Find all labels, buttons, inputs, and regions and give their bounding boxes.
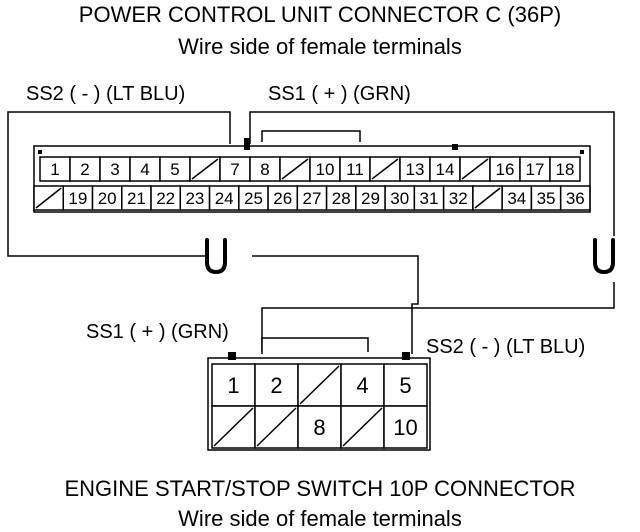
ss1-label-bottom: SS1 ( + ) (GRN) xyxy=(86,321,229,343)
connector-c-terminal-cell xyxy=(91,185,123,211)
connector-c-terminal-29: 29 xyxy=(361,189,380,208)
ss2-label-bottom: SS2 ( - ) (LT BLU) xyxy=(426,336,586,358)
connector-c-empty-slash xyxy=(474,187,501,209)
connector-c-lock-tab xyxy=(261,130,361,142)
break-symbol-right xyxy=(593,238,615,275)
wire-break-symbols xyxy=(205,238,615,275)
switch-connector-subtitle: Wire side of female terminals xyxy=(178,506,462,531)
ss1-wire xyxy=(249,111,615,236)
connector-c-terminal-cell xyxy=(519,156,551,182)
wires xyxy=(7,111,615,354)
connector-c-terminal-30: 30 xyxy=(390,189,409,208)
connector-c-terminal-19: 19 xyxy=(68,189,87,208)
connector-c-title: POWER CONTROL UNIT CONNECTOR C (36P) xyxy=(78,2,562,27)
connector-c-rib-right xyxy=(452,144,458,150)
connector-c-terminal-3: 3 xyxy=(110,160,119,179)
connector-c-terminal-11: 11 xyxy=(346,160,364,179)
connector-c-terminal-32: 32 xyxy=(449,189,468,208)
switch-connector-empty-slash xyxy=(299,365,340,405)
connector-c-row2: 19 20 21 22 23 24 25 26 27 28 29 30 31 32 34 35 36 xyxy=(33,185,591,211)
connector-c-empty-slash xyxy=(281,158,309,180)
connector-c-terminal-cell xyxy=(267,185,299,211)
connector-c-terminal-26: 26 xyxy=(273,189,292,208)
switch-connector-terminal-2: 2 xyxy=(270,373,282,398)
connector-c-empty-slash xyxy=(191,158,219,180)
connector-c-terminal-7: 7 xyxy=(230,160,239,179)
switch-connector-terminal-cell xyxy=(340,363,385,407)
switch-connector-row2: 8 10 xyxy=(211,405,428,449)
connector-c-terminal-24: 24 xyxy=(215,189,234,208)
switch-connector-terminal-10: 10 xyxy=(393,415,417,440)
connector-c-rib-center xyxy=(244,138,250,150)
connector-c-terminal-8: 8 xyxy=(260,160,269,179)
ss2-label-top: SS2 ( - ) (LT BLU) xyxy=(26,83,186,105)
connector-c-terminal-20: 20 xyxy=(98,189,117,208)
connector-c-terminal-22: 22 xyxy=(156,189,175,208)
connector-c-terminal-5: 5 xyxy=(170,160,179,179)
connector-c-terminal-17: 17 xyxy=(526,160,545,179)
switch-connector-row1: 1 2 4 5 xyxy=(211,363,428,407)
switch-connector-terminal-cell xyxy=(383,405,428,449)
connector-c-terminal-cell xyxy=(549,156,581,182)
switch-connector-terminal-cell xyxy=(297,405,342,449)
ss2-wire xyxy=(7,111,231,257)
switch-connector-empty-slash xyxy=(213,407,254,447)
connector-c-terminal-cell xyxy=(559,185,591,211)
connector-c-rib-right-end xyxy=(580,150,584,154)
switch-connector-title: ENGINE START/STOP SWITCH 10P CONNECTOR xyxy=(64,476,576,501)
connector-c-terminal-1: 1 xyxy=(50,160,59,179)
switch-connector-terminal-8: 8 xyxy=(313,415,325,440)
ss2-wire-lower xyxy=(252,255,419,354)
switch-connector-empty-slash xyxy=(256,407,297,447)
switch-connector-terminal-5: 5 xyxy=(399,373,411,398)
connector-c-terminal-10: 10 xyxy=(316,160,335,179)
connector-c-terminal-cell xyxy=(384,185,416,211)
connector-c-empty-slash xyxy=(35,187,62,209)
connector-c-terminal-cell xyxy=(219,156,251,182)
connector-c-terminal-cell xyxy=(159,156,191,182)
connector-c-terminal-13: 13 xyxy=(406,160,425,179)
connector-c-terminal-cell xyxy=(129,156,161,182)
connector-c-subtitle: Wire side of female terminals xyxy=(178,34,462,59)
connector-c-rib-left xyxy=(38,150,42,154)
switch-connector-empty-slash xyxy=(342,407,383,447)
connector-c-terminal-21: 21 xyxy=(127,189,146,208)
connector-c-terminal-23: 23 xyxy=(185,189,204,208)
connector-c-terminal-2: 2 xyxy=(80,160,89,179)
switch-connector-terminal-cell xyxy=(211,363,256,407)
switch-connector-terminal-4: 4 xyxy=(356,373,368,398)
ss1-wire-lower xyxy=(261,282,615,354)
break-symbol-left xyxy=(205,238,227,275)
connector-c-terminal-27: 27 xyxy=(303,189,322,208)
connector-c-terminal-cell xyxy=(309,156,341,182)
connector-c-terminal-cell xyxy=(413,185,445,211)
connector-c-terminal-31: 31 xyxy=(420,189,439,208)
switch-connector-terminal-cell xyxy=(254,363,299,407)
connector-c-terminal-16: 16 xyxy=(496,160,515,179)
switch-connector-terminal-cell xyxy=(383,363,428,407)
connector-c-terminal-36: 36 xyxy=(566,189,585,208)
switch-connector-lock-tab xyxy=(261,337,369,352)
switch-connector-rib-left xyxy=(228,352,236,360)
connector-c-terminal-18: 18 xyxy=(556,160,575,179)
connector-c-terminal-cell xyxy=(69,156,101,182)
connector-c-terminal-25: 25 xyxy=(244,189,263,208)
connector-c-terminal-cell xyxy=(208,185,240,211)
connector-c-terminal-35: 35 xyxy=(537,189,556,208)
switch-connector-rib-right xyxy=(402,352,410,360)
connector-c-terminal-34: 34 xyxy=(507,189,526,208)
connector-c-empty-slash xyxy=(461,158,489,180)
connector-c-terminal-28: 28 xyxy=(332,189,351,208)
connector-c-terminal-cell xyxy=(325,185,357,211)
switch-connector-terminal-1: 1 xyxy=(227,373,239,398)
connector-c-terminal-14: 14 xyxy=(436,160,455,179)
switch-connector-10p: 1 2 4 5 8 10 xyxy=(207,337,431,451)
connector-c-terminal-cell xyxy=(442,185,474,211)
connector-c-row1: 1 2 3 4 5 7 8 10 11 13 14 16 17 18 xyxy=(39,156,581,182)
ss1-label-top: SS1 ( + ) (GRN) xyxy=(268,83,411,105)
connector-c-empty-slash xyxy=(371,158,399,180)
connector-c-terminal-4: 4 xyxy=(140,160,149,179)
